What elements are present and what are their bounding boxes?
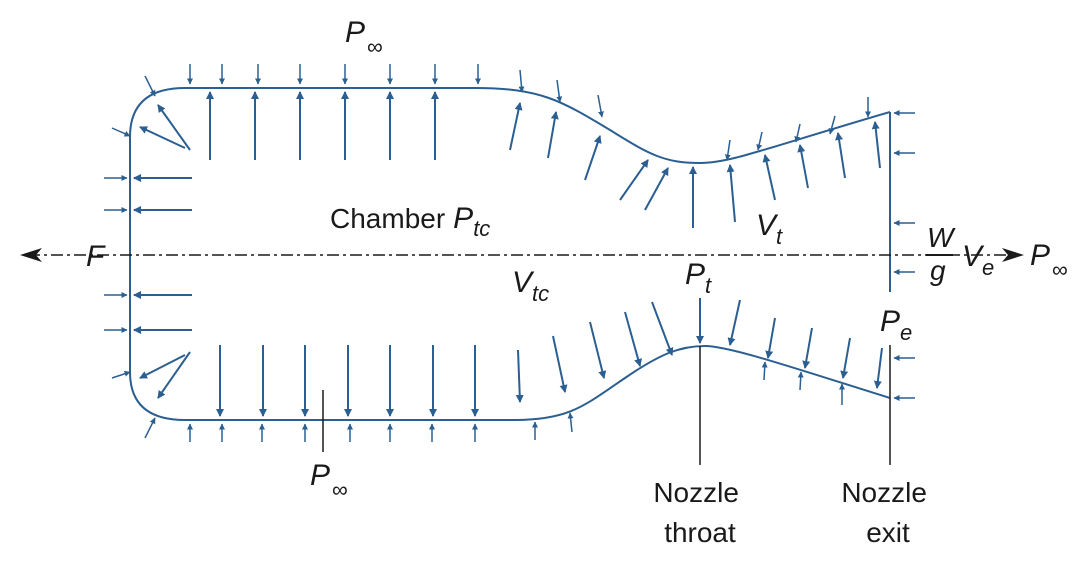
internal-pressure-arrow-top	[797, 144, 809, 189]
p-inf-right-label: P∞	[1030, 239, 1068, 282]
ambient-pressure-arrow-corner	[144, 417, 156, 439]
internal-pressure-arrow-bottom	[802, 327, 813, 369]
ambient-pressure-arrow-bottom	[567, 412, 574, 433]
internal-pressure-arrow-bottom	[515, 349, 524, 403]
internal-pressure-arrow-bottom	[624, 311, 642, 367]
ambient-pressure-arrow-top	[828, 115, 836, 135]
nozzle-exit-label: Nozzle exit	[841, 477, 934, 548]
ambient-pressure-arrow-top	[756, 131, 763, 151]
ambient-pressure-arrow-corner	[144, 75, 156, 97]
internal-pressure-arrow-top	[644, 167, 669, 211]
internal-pressure-arrow-bottom	[727, 299, 741, 346]
pressure-arrows	[104, 64, 915, 442]
internal-pressure-arrow-top	[871, 121, 881, 169]
ambient-pressure-arrow-top	[794, 123, 801, 143]
nozzle-wall-lower	[129, 252, 891, 421]
ambient-pressure-arrow-bottom	[761, 361, 768, 381]
internal-pressure-arrow-top	[547, 111, 559, 159]
ambient-pressure-arrow-corner	[111, 370, 131, 379]
internal-pressure-arrow-top	[619, 159, 649, 201]
p-inf-bottom-label: P∞	[310, 459, 348, 502]
exit-velocity-label: Ve	[962, 240, 994, 280]
throat-pressure-label: Pt	[685, 258, 712, 298]
internal-pressure-arrow-bottom	[552, 335, 568, 393]
force-label: F	[86, 240, 106, 273]
internal-pressure-arrow-top	[835, 132, 846, 179]
internal-pressure-arrow-bottom	[589, 321, 607, 379]
force-arrow-head	[20, 248, 42, 262]
mass-flow-numerator: W	[927, 222, 956, 253]
ambient-pressure-arrow-top	[724, 139, 731, 161]
internal-pressure-arrow-corner	[157, 104, 191, 151]
chamber-velocity-label: Vtc	[512, 266, 549, 306]
ambient-pressure-arrow-top	[518, 69, 525, 93]
internal-pressure-arrow-corner	[157, 351, 191, 399]
p-inf-top-label: P∞	[345, 16, 383, 59]
internal-pressure-arrow-corner	[139, 354, 186, 379]
internal-pressure-arrow-top	[584, 135, 602, 181]
internal-pressure-arrow-bottom	[840, 337, 851, 379]
exit-pressure-label: Pe	[880, 305, 912, 345]
ambient-pressure-arrow-top	[556, 79, 563, 103]
ambient-pressure-arrow-corner	[111, 127, 131, 137]
internal-pressure-arrow-top	[762, 154, 776, 201]
nozzle-wall-upper	[129, 87, 891, 252]
exhaust-arrow-head	[1002, 248, 1024, 262]
internal-pressure-arrow-bottom	[873, 347, 883, 389]
throat-velocity-label: Vt	[756, 209, 783, 249]
internal-pressure-arrow-top	[726, 164, 736, 223]
ambient-pressure-arrow-bottom	[797, 371, 804, 391]
internal-pressure-arrow-corner	[139, 126, 186, 149]
internal-pressure-arrow-bottom	[651, 301, 674, 356]
ambient-pressure-arrow-top	[597, 94, 604, 118]
nozzle-throat-label: Nozzle throat	[653, 477, 746, 548]
internal-pressure-arrow-bottom	[765, 317, 776, 359]
internal-pressure-arrow-top	[509, 102, 523, 151]
mass-flow-denominator: g	[930, 255, 946, 286]
